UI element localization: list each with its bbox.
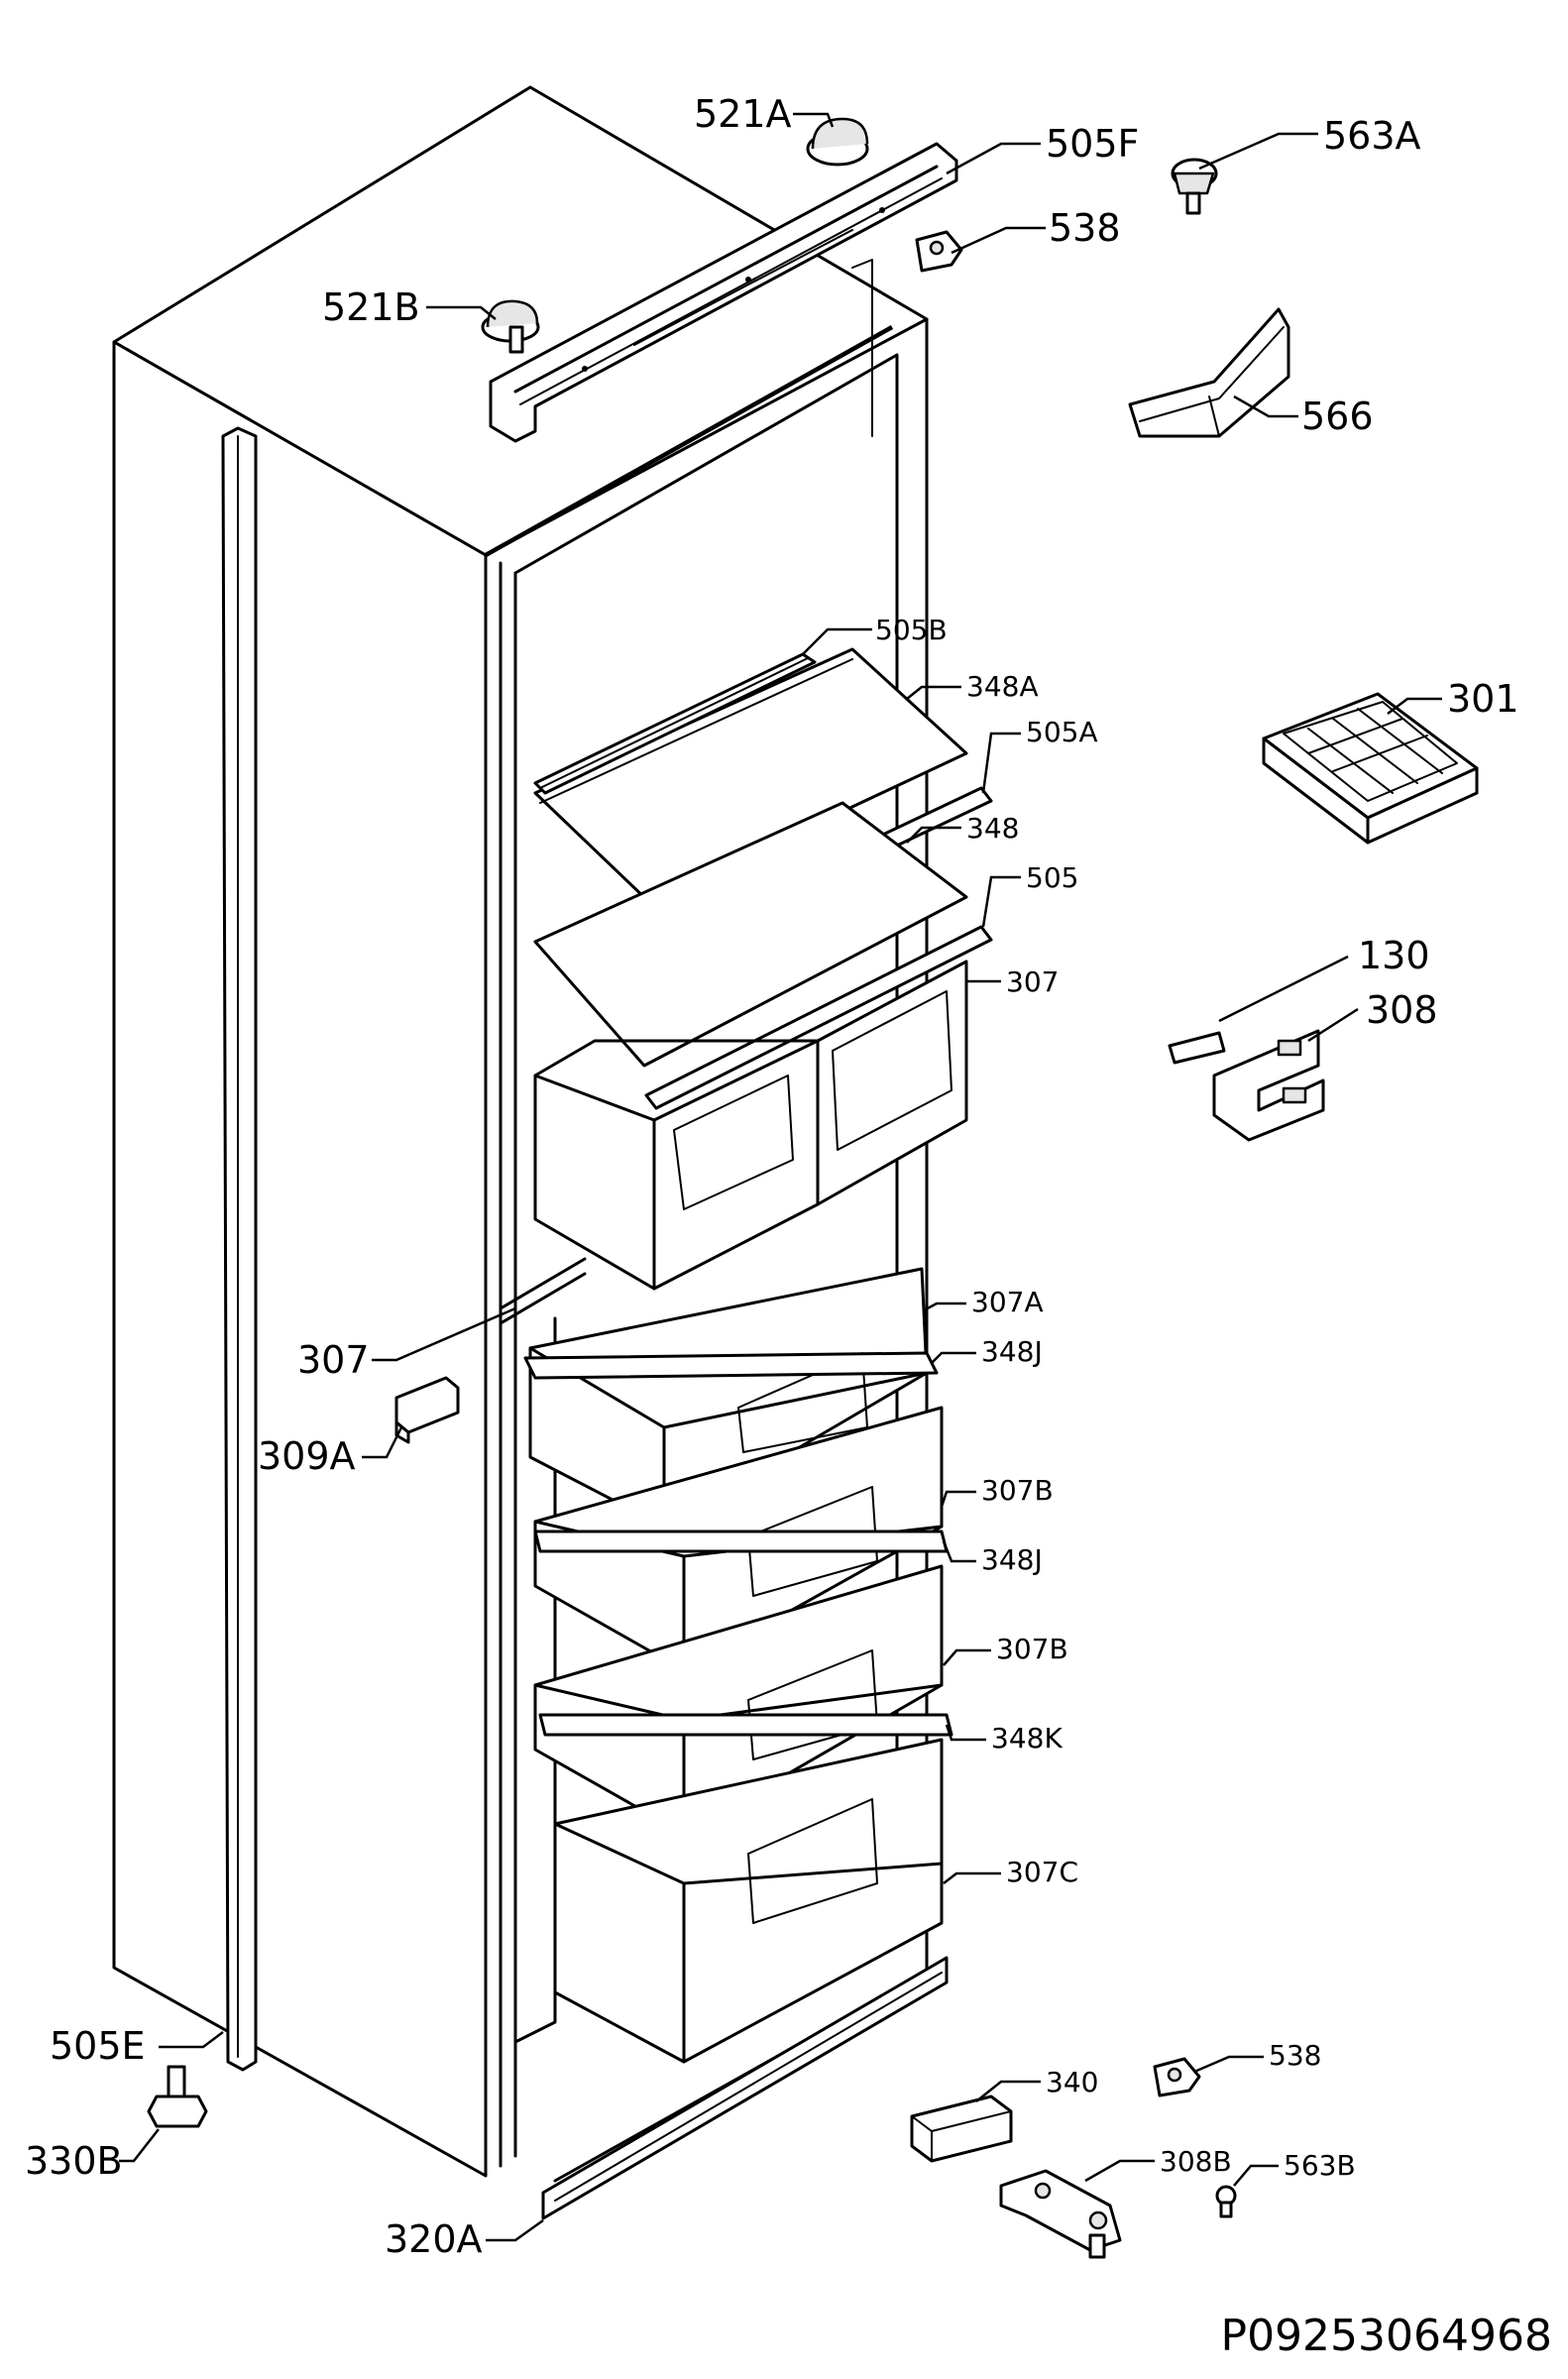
freezer-drawer-307C [553,1738,944,2064]
cap-521A [806,117,869,167]
label-566: 566 [1301,395,1374,438]
block-340 [910,2095,1013,2163]
shelf-trim-505 [644,925,993,1110]
label-563B: 563B [1284,2149,1356,2182]
shelf-trim-505B [533,652,817,795]
label-563A: 563A [1323,114,1421,158]
shelf-348J-upper [523,1351,939,1380]
label-309A: 309A [258,1434,356,1478]
label-348J-1: 348J [981,1335,1043,1368]
label-307A: 307A [971,1286,1044,1318]
label-538-top: 538 [1049,206,1121,250]
shelf-348J-lower [533,1529,949,1553]
label-307-left: 307 [297,1338,370,1382]
label-521B: 521B [322,285,420,329]
label-320A: 320A [385,2217,483,2261]
label-301: 301 [1447,677,1519,721]
label-505F: 505F [1046,122,1139,166]
label-130: 130 [1358,934,1430,977]
label-308B: 308B [1160,2145,1232,2178]
label-348K: 348K [991,1722,1063,1755]
ventilation-grille-320A [541,1956,949,2220]
label-505A: 505A [1026,716,1098,748]
label-308: 308 [1366,988,1438,1032]
hinge-308 [1212,1029,1325,1142]
label-348: 348 [966,812,1019,845]
ice-scraper-566 [1128,307,1290,438]
drawer-pair-307 [533,960,968,1291]
label-307C: 307C [1006,1856,1078,1888]
hinge-308B [999,2169,1122,2259]
top-hinge-505F [489,142,958,443]
label-348A: 348A [966,670,1039,703]
label-505E: 505E [50,2024,146,2068]
magnet-130 [1168,1031,1226,1065]
label-340: 340 [1046,2066,1098,2098]
ice-cube-tray-301 [1262,692,1479,845]
label-521A: 521A [694,92,792,136]
label-307B-2: 307B [996,1633,1068,1665]
glass-shelf-348 [533,801,968,1068]
label-307-top: 307 [1006,965,1059,998]
label-505: 505 [1026,861,1078,894]
label-307B-1: 307B [981,1474,1054,1507]
label-348J-2: 348J [981,1543,1043,1576]
door-gasket-505E [221,426,258,2072]
screw-563B [1215,2185,1237,2218]
bushing-538-top [915,230,963,273]
document-id: P09253064968 [1220,2311,1552,2361]
part-labels: 521A 505F 563A 538 521B 566 505B 348A 30… [25,92,1519,2261]
foot-330B [147,2065,208,2128]
screw-563A [1171,158,1218,215]
leader-lines [119,112,1442,2242]
cap-521B [481,299,540,354]
glass-shelf-348A [533,647,968,904]
label-538-bottom: 538 [1269,2039,1321,2072]
door-bracket-309A [394,1376,460,1444]
bushing-538-bottom [1153,2057,1201,2097]
label-330B: 330B [25,2139,123,2183]
label-505B: 505B [875,614,948,646]
shelf-348K [538,1713,953,1737]
